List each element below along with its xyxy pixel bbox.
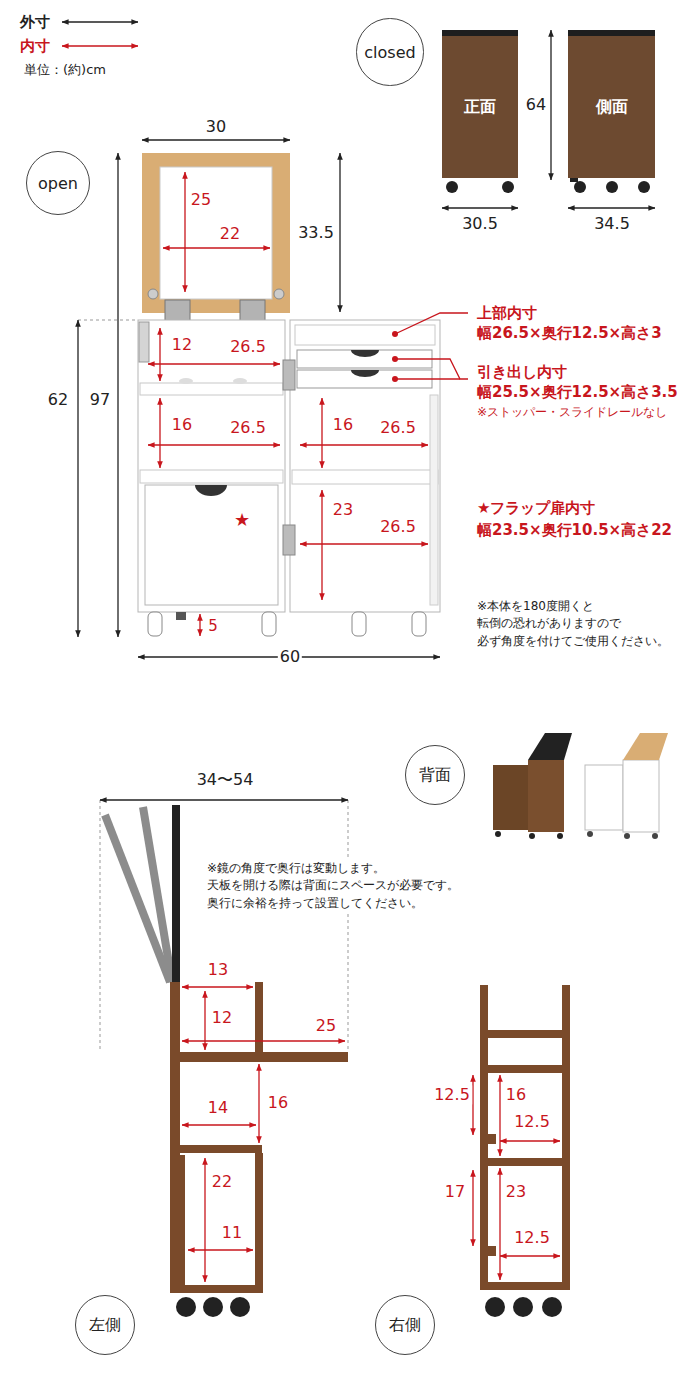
view-badge: closed xyxy=(356,18,423,85)
dimension-label: 30.5 xyxy=(460,214,500,233)
dimension-label: 62 xyxy=(46,390,70,409)
dimension-label: 12.5 xyxy=(512,1112,552,1131)
dimension-label: 17 xyxy=(443,1182,467,1201)
dimension-label: 25 xyxy=(189,190,213,209)
dimension-label: 97 xyxy=(88,390,112,409)
dimension-label: 64 xyxy=(524,95,548,114)
dimension-label: 16 xyxy=(331,415,355,434)
dimension-label: 60 xyxy=(278,647,302,666)
dimension-label: 5 xyxy=(206,617,220,635)
dimension-label: 23 xyxy=(331,500,355,519)
dimension-label: 33.5 xyxy=(296,223,336,242)
view-label: 背面 xyxy=(419,765,451,786)
dimension-label: 34.5 xyxy=(592,214,632,233)
dimension-label: 26.5 xyxy=(378,517,418,536)
dimension-label: 23 xyxy=(504,1182,528,1201)
callout-text: 幅25.5×奥行12.5×高さ3.5 xyxy=(475,383,680,401)
note-text: ※本体を180度開くと 転倒の恐れがありますので 必ず角度を付けてご使用ください… xyxy=(475,598,694,650)
view-label: 側面 xyxy=(596,97,628,118)
view-label: 正面 xyxy=(464,97,496,118)
dimension-label: 22 xyxy=(218,224,242,243)
dimension-label: 25 xyxy=(314,1016,338,1035)
dimension-label: 12 xyxy=(170,335,194,354)
dimension-label: 34〜54 xyxy=(195,770,256,789)
callout-text: 幅26.5×奥行12.5×高さ3 xyxy=(475,324,664,342)
dimension-label: 26.5 xyxy=(378,418,418,437)
star-mark: ★ xyxy=(232,509,252,531)
view-label: 右側 xyxy=(389,1315,421,1336)
dimension-label: 12.5 xyxy=(432,1085,472,1104)
dimension-label: 26.5 xyxy=(228,337,268,356)
dimension-label: 16 xyxy=(504,1085,528,1104)
unit-note: 単位：(約)cm xyxy=(22,62,108,78)
dimension-label: 13 xyxy=(206,960,230,979)
view-label: open xyxy=(38,174,78,193)
view-badge: open xyxy=(26,151,90,215)
dimension-label: 22 xyxy=(210,1172,234,1191)
callout-text: ※ストッパー・スライドレールなし xyxy=(475,405,669,419)
callout-text: ★フラップ扉内寸 xyxy=(475,499,597,517)
view-badge: 背面 xyxy=(405,745,465,805)
dimension-label: 30 xyxy=(204,117,228,136)
dimension-label: 16 xyxy=(170,415,194,434)
dimension-label: 11 xyxy=(220,1223,244,1242)
callout-text: 幅23.5×奥行10.5×高さ22 xyxy=(475,521,674,539)
cabinet-front: 正面 xyxy=(442,30,518,178)
dimension-label: 12.5 xyxy=(512,1228,552,1247)
legend-entry: 外寸 xyxy=(20,13,50,32)
view-label: 左側 xyxy=(89,1315,121,1336)
callout-text: 引き出し内寸 xyxy=(475,363,569,381)
note-text: ※鏡の角度で奥行は変動します。 天板を開ける際は背面にスペースが必要です。 奥行… xyxy=(205,860,509,912)
cabinet-side: 側面 xyxy=(568,30,655,178)
view-badge: 左側 xyxy=(75,1295,135,1355)
legend-entry: 内寸 xyxy=(20,37,50,56)
view-badge: 右側 xyxy=(375,1295,435,1355)
dimension-label: 12 xyxy=(210,1008,234,1027)
view-label: closed xyxy=(364,43,415,62)
callout-text: 上部内寸 xyxy=(475,304,539,322)
dimension-label: 14 xyxy=(206,1098,230,1117)
dimension-label: 16 xyxy=(266,1093,290,1112)
dimension-label: 26.5 xyxy=(228,418,268,437)
